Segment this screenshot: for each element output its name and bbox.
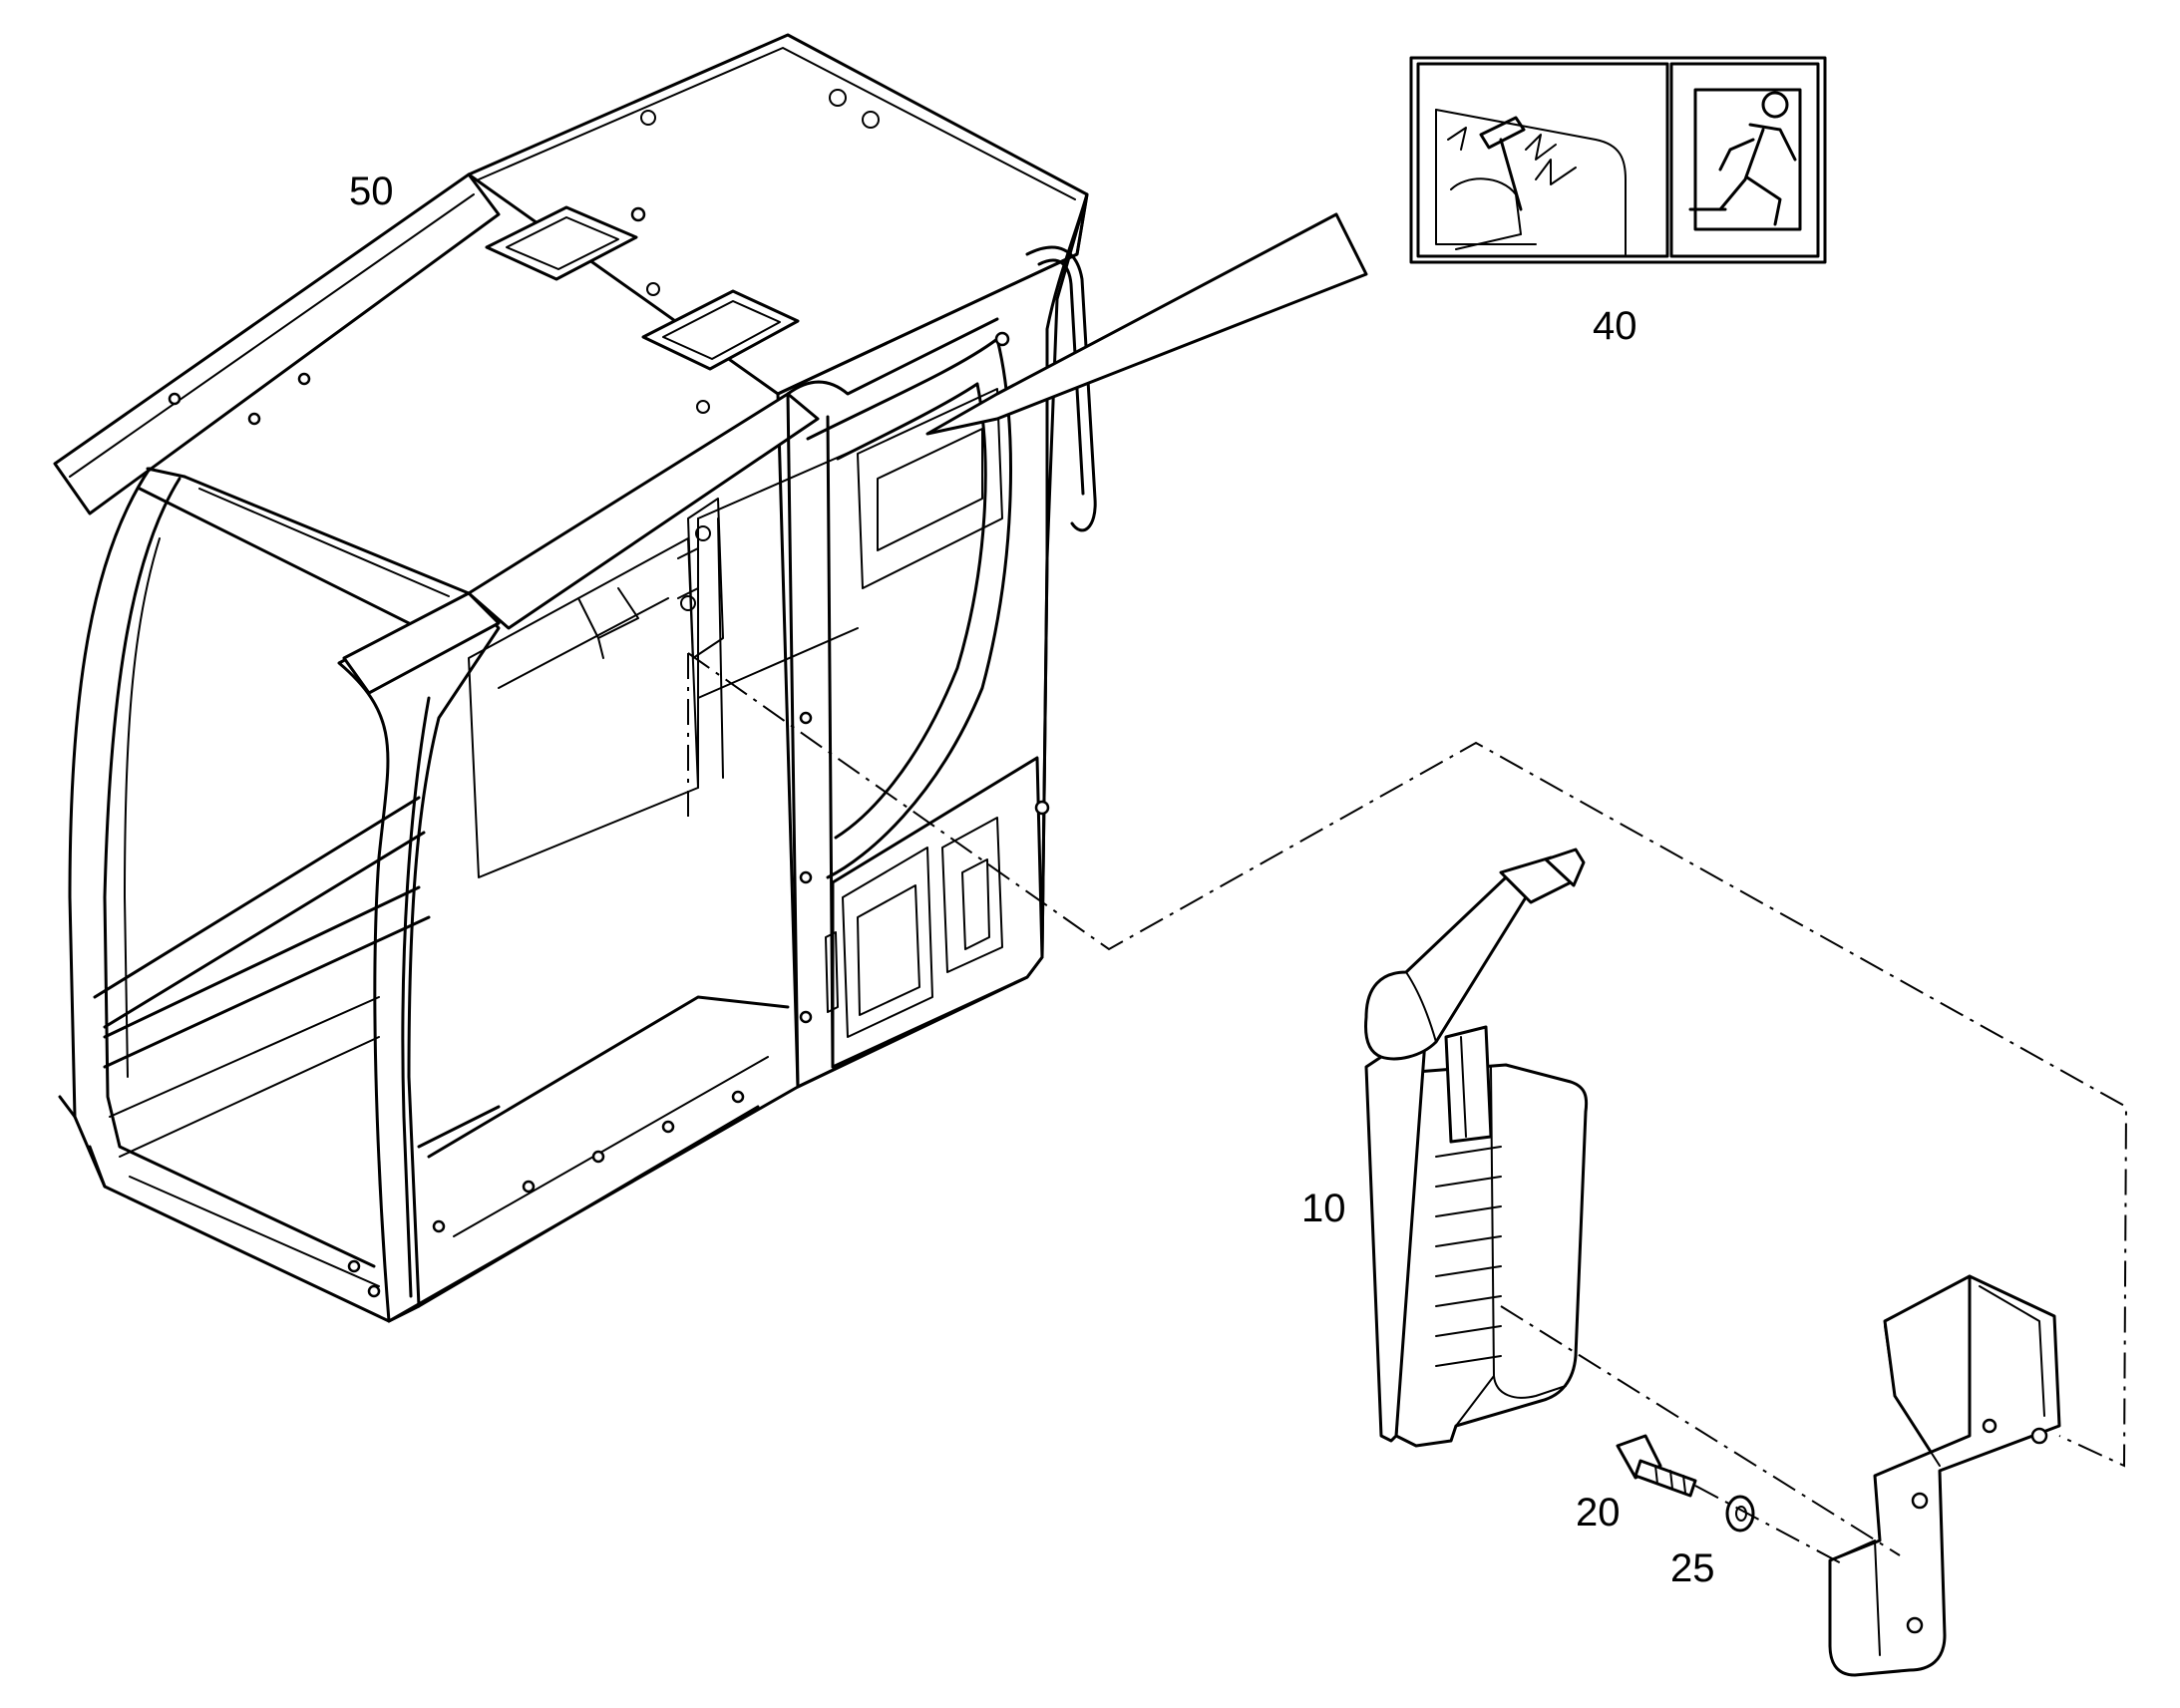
callout-40: 40: [1593, 304, 1637, 348]
callout-labels: 50 40 10 20 25: [349, 170, 1715, 1590]
mounting-bracket: [1828, 1274, 2061, 1677]
bolt: [1616, 1434, 1697, 1498]
cab-frame: [53, 33, 1368, 1323]
washer: [1725, 1495, 1755, 1533]
callout-50: 50: [349, 170, 394, 213]
assembly-lines: [687, 652, 2128, 1566]
callout-25: 25: [1670, 1546, 1715, 1590]
emergency-exit-icon: [1688, 88, 1802, 231]
warning-decal: [1409, 56, 1827, 264]
emergency-hammer: [1364, 848, 1589, 1448]
emergency-hammer-icon: [1435, 109, 1627, 255]
callout-10: 10: [1301, 1187, 1346, 1230]
callout-20: 20: [1576, 1491, 1621, 1535]
